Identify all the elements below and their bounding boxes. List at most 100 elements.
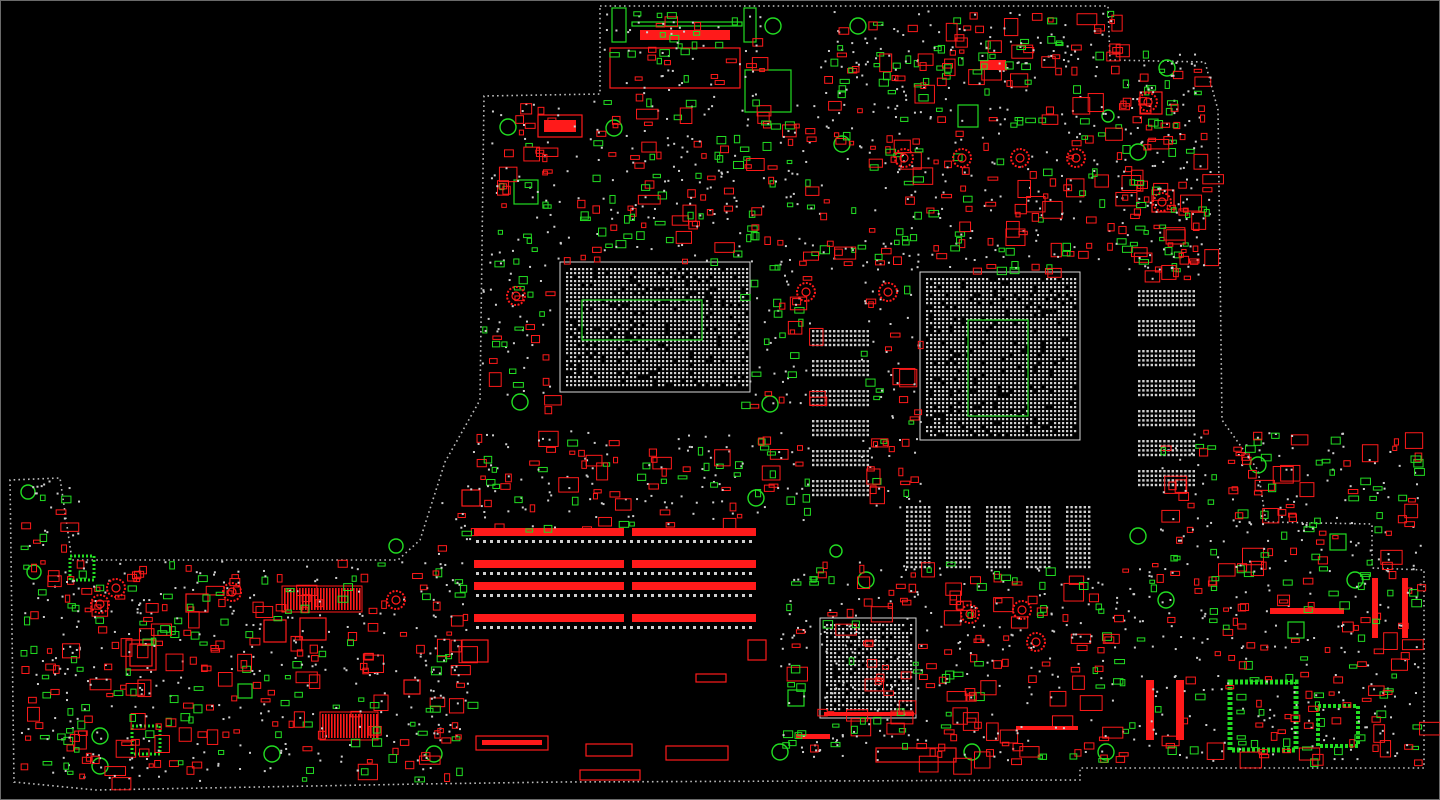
component-top bbox=[1115, 191, 1138, 207]
vram-ball bbox=[828, 420, 832, 423]
bga-ball bbox=[1010, 398, 1013, 401]
bga-ball bbox=[698, 340, 701, 343]
bga-ball bbox=[950, 302, 953, 305]
bga-ball bbox=[710, 376, 713, 379]
bga-ball bbox=[954, 338, 957, 341]
pad bbox=[1027, 168, 1030, 171]
vram-ball bbox=[841, 463, 844, 467]
bga-ball bbox=[966, 418, 969, 421]
bga-ball bbox=[690, 272, 693, 275]
pad bbox=[603, 249, 606, 252]
bga-ball bbox=[906, 648, 909, 651]
bga-ball bbox=[706, 312, 709, 315]
bga-ball bbox=[634, 268, 637, 271]
vram-ball bbox=[950, 529, 953, 532]
bga-ball bbox=[842, 680, 845, 683]
bga-ball bbox=[970, 330, 973, 333]
bga-ball bbox=[598, 348, 601, 351]
bga-ball bbox=[1042, 434, 1045, 437]
bga-ball bbox=[998, 294, 1001, 297]
bga-ball bbox=[966, 378, 969, 381]
bga-ball bbox=[722, 352, 725, 355]
bga-ball bbox=[1066, 370, 1069, 373]
vram-ball bbox=[1074, 552, 1078, 555]
bga-ball bbox=[1002, 322, 1005, 325]
dimm-pad bbox=[658, 594, 661, 597]
bga-ball bbox=[990, 366, 993, 369]
bga-ball bbox=[682, 324, 685, 327]
vram-ball bbox=[1188, 414, 1191, 417]
bga-ball bbox=[970, 286, 973, 289]
bga-ball bbox=[614, 268, 617, 271]
passive-bottom bbox=[1193, 90, 1202, 96]
vram-ball bbox=[828, 339, 832, 342]
vram-ball bbox=[1163, 303, 1166, 307]
bga-ball bbox=[1002, 374, 1005, 377]
bga-ball bbox=[706, 380, 709, 383]
bga-ball bbox=[994, 318, 997, 321]
top-connector-area bbox=[513, 7, 1175, 213]
bga-ball bbox=[1026, 310, 1029, 313]
bga-ball bbox=[1054, 358, 1057, 361]
vram-ball bbox=[1070, 515, 1073, 518]
vram-ball bbox=[1146, 410, 1149, 413]
bga-ball bbox=[826, 648, 829, 651]
vram-ball bbox=[1146, 449, 1149, 452]
bga-ball bbox=[594, 288, 597, 291]
passive-top bbox=[542, 170, 548, 176]
pad bbox=[573, 125, 576, 128]
bga-ball bbox=[958, 342, 961, 345]
vram-ball bbox=[845, 360, 848, 363]
bga-ball bbox=[734, 280, 737, 283]
passive-bottom bbox=[592, 174, 601, 183]
bga-ball bbox=[1006, 306, 1009, 309]
bga-ball bbox=[970, 294, 973, 297]
bga-ball bbox=[950, 426, 953, 429]
bga-ball bbox=[718, 308, 721, 311]
vram-ball bbox=[833, 369, 836, 372]
bga-ball bbox=[718, 384, 721, 387]
vram-ball bbox=[1171, 333, 1174, 337]
bga-ball bbox=[642, 328, 645, 331]
bga-ball bbox=[894, 668, 897, 671]
pad bbox=[991, 161, 994, 164]
bga-ball bbox=[874, 692, 877, 695]
chip-top bbox=[185, 593, 209, 613]
vram-ball bbox=[986, 506, 989, 509]
bga-ball bbox=[910, 692, 913, 695]
vram-ball bbox=[1142, 324, 1145, 327]
bga-ball bbox=[626, 356, 629, 359]
vram-ball bbox=[999, 515, 1002, 518]
vram-ball bbox=[862, 459, 865, 462]
bga-ball bbox=[826, 684, 829, 687]
bga-ball bbox=[970, 406, 973, 409]
pad bbox=[681, 244, 684, 247]
vram-ball bbox=[1043, 510, 1046, 513]
bga-ball bbox=[1006, 322, 1009, 325]
bga-ball bbox=[670, 292, 673, 295]
bga-ball bbox=[646, 384, 649, 387]
bga-ball bbox=[1034, 410, 1037, 413]
passive-bottom bbox=[1144, 86, 1150, 96]
vram-ball bbox=[820, 373, 823, 377]
mounting-holes bbox=[20, 17, 1364, 775]
bga-ball bbox=[1018, 294, 1021, 297]
bga-ball bbox=[634, 368, 637, 371]
bga-ball bbox=[950, 382, 953, 385]
bga-ball bbox=[998, 278, 1001, 281]
bga-ball bbox=[826, 680, 829, 683]
passive-top bbox=[656, 151, 662, 160]
vram-ball bbox=[1003, 515, 1006, 518]
bga-ball bbox=[842, 688, 845, 691]
bga-ball bbox=[654, 324, 657, 327]
bga-ball bbox=[654, 328, 657, 331]
mounting-hole bbox=[1158, 59, 1176, 77]
pad bbox=[796, 104, 799, 107]
bga-ball bbox=[934, 294, 937, 297]
bga-ball bbox=[670, 344, 673, 347]
bga-ball bbox=[630, 316, 633, 319]
bga-ball bbox=[994, 414, 997, 417]
vram-ball bbox=[854, 463, 857, 467]
